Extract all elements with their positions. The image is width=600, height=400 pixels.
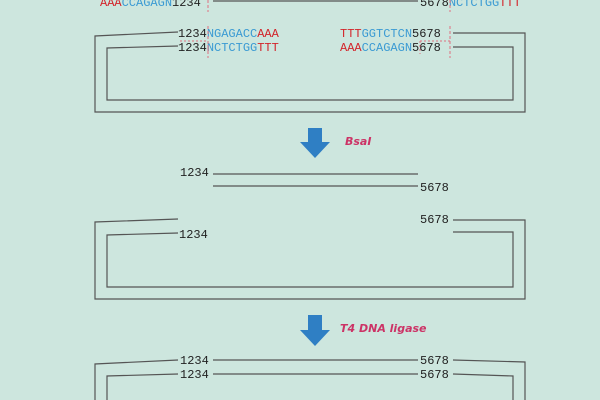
construct1-outer-strand (94, 31, 526, 113)
vector-inner-strand (106, 231, 514, 288)
construct1-inner-strand (106, 45, 514, 101)
top-partial-left-sequence: AAACCAGAGN1234 (100, 0, 201, 10)
insert-left-number: 1234 (180, 166, 209, 180)
vector-left-number: 1234 (179, 228, 208, 242)
ligated-inner-left (106, 373, 179, 400)
construct1-left-bottom-sequence: 1234NCTCTGGTTT (178, 41, 279, 55)
ligated-left-number-top: 1234 (180, 354, 209, 368)
ligated-right-number-bottom: 5678 (420, 368, 449, 382)
ligated-inner-right (452, 373, 514, 400)
step-arrow-bsai: BsaI (300, 128, 371, 158)
vector-right-number: 5678 (420, 213, 449, 227)
step-enzyme-label: BsaI (345, 135, 371, 148)
construct1-overhang-guide-left (180, 40, 209, 54)
construct1-overhang-guide-right (419, 40, 450, 54)
digested-insert-fragment: 1234 5678 (180, 166, 449, 195)
ligated-outer-left (94, 359, 179, 400)
construct1-right-top-sequence: TTTGGTCTCN5678 (340, 27, 441, 41)
down-arrow-icon (300, 315, 330, 346)
step-enzyme-label: T4 DNA ligase (340, 322, 427, 335)
ligated-outer-right (452, 359, 526, 400)
top-partial-construct: AAACCAGAGN1234 5678NCTCTGGTTT (100, 0, 521, 12)
ligated-left-number-bottom: 1234 (180, 368, 209, 382)
ligated-right-number-top: 5678 (420, 354, 449, 368)
digested-vector-backbone: 1234 5678 (94, 213, 526, 300)
vector-outer-strand (94, 218, 526, 300)
ligated-construct: 1234 1234 5678 5678 (94, 354, 526, 400)
construct-with-bsai-sites: 1234NGAGACCAAA 1234NCTCTGGTTT TTTGGTCTCN… (94, 26, 526, 113)
down-arrow-icon (300, 128, 330, 158)
step-arrow-t4-ligase: T4 DNA ligase (300, 315, 427, 346)
top-partial-right-sequence: 5678NCTCTGGTTT (420, 0, 521, 10)
construct1-right-bottom-sequence: AAACCAGAGN5678 (340, 41, 441, 55)
insert-right-number: 5678 (420, 181, 449, 195)
construct1-left-top-sequence: 1234NGAGACCAAA (178, 27, 280, 41)
